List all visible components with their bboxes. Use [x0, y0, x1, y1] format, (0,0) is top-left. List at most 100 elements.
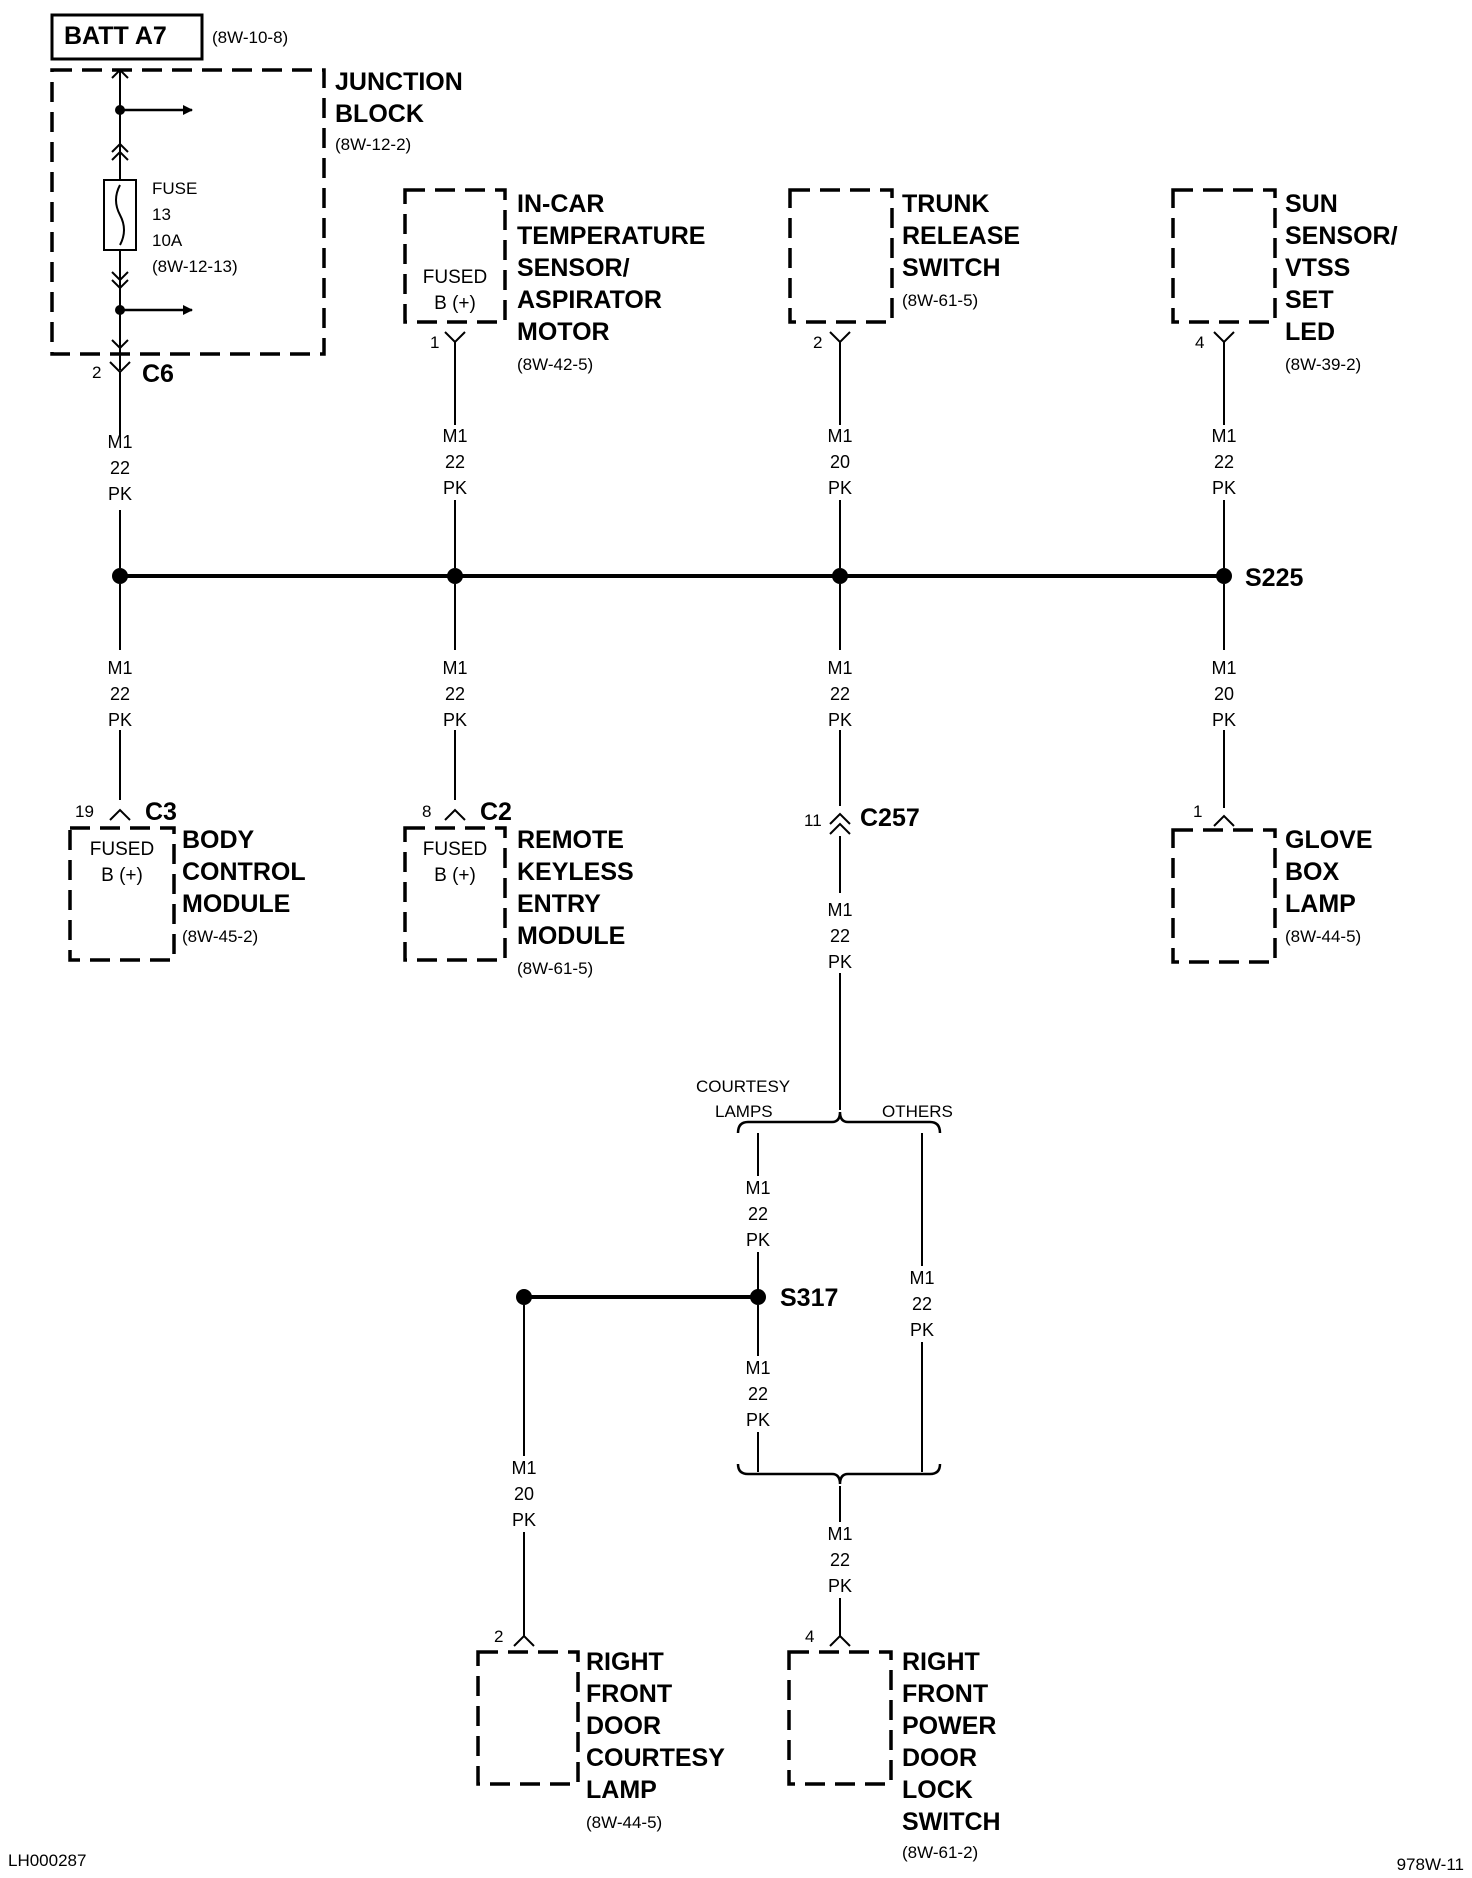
batt-ref: (8W-10-8) [212, 28, 288, 47]
wire-label-w2: M1 22 PK [442, 426, 467, 498]
rke-line: ENTRY [517, 890, 601, 918]
bcm-inner: B (+) [101, 865, 143, 886]
bcm-connector-icon [109, 808, 131, 821]
in-car-sensor-inner: B (+) [434, 293, 476, 314]
wire-label-line: PK [828, 952, 852, 972]
wire-label-line: M1 [511, 1458, 536, 1478]
wire-label-line: M1 [1211, 658, 1236, 678]
branch-courtesy-label: COURTESY [696, 1077, 790, 1096]
wire-label-w9: M1 22 PK [827, 900, 852, 972]
wire-label-line: 22 [110, 458, 130, 478]
wire-label-line: 22 [445, 452, 465, 472]
wire-label-line: M1 [107, 432, 132, 452]
wire-label-line: PK [443, 710, 467, 730]
wire-label-line: M1 [107, 658, 132, 678]
junction-top-arrow-icon [111, 68, 129, 79]
wire-label-line: PK [746, 1230, 770, 1250]
wire-label-w7: M1 22 PK [827, 658, 852, 730]
sun-sensor-line: SUN [1285, 190, 1338, 218]
sun-sensor-line: LED [1285, 318, 1335, 346]
rf-lock-ref: (8W-61-2) [902, 1843, 978, 1862]
bcm-connector-label: C3 [145, 798, 177, 826]
bcm-ref: (8W-45-2) [182, 927, 258, 946]
in-car-sensor-box [403, 188, 507, 324]
glove-box-box [1171, 828, 1277, 964]
rf-lock-line: LOCK [902, 1776, 973, 1804]
wire-label-line: 20 [830, 452, 850, 472]
junction-block-line: BLOCK [335, 100, 424, 128]
wire-label-w8: M1 20 PK [1211, 658, 1236, 730]
splice-node [1216, 568, 1232, 584]
wire-label-line: M1 [827, 658, 852, 678]
wire-label-w6: M1 22 PK [442, 658, 467, 730]
wire-label-line: PK [910, 1320, 934, 1340]
sun-sensor-box [1171, 188, 1277, 324]
rf-lock-line: SWITCH [902, 1808, 1001, 1836]
rke-line: REMOTE [517, 826, 624, 854]
in-car-sensor-line: SENSOR/ [517, 254, 630, 282]
rke-connector-label: C2 [480, 798, 512, 826]
wire-label-line: 20 [514, 1484, 534, 1504]
junction-block-box [50, 68, 326, 356]
rf-lock-connector-icon [829, 1634, 851, 1647]
trunk-release-line: TRUNK [902, 190, 990, 218]
wire-label-line: PK [443, 478, 467, 498]
wire-label-line: M1 [909, 1268, 934, 1288]
batt-label-box [50, 13, 204, 61]
c257-pin: 11 [804, 811, 822, 830]
wire-label-line: M1 [1211, 426, 1236, 446]
wire-label-line: PK [1212, 710, 1236, 730]
in-car-sensor-line: ASPIRATOR [517, 286, 662, 314]
s317-label: S317 [780, 1284, 838, 1312]
splice-node [112, 568, 128, 584]
rf-courtesy-line: RIGHT [586, 1648, 664, 1676]
in-car-sensor-pin: 1 [430, 333, 439, 352]
merge-brace [736, 1463, 942, 1485]
rf-courtesy-line: LAMP [586, 1776, 657, 1804]
wire-label-w1: M1 22 PK [107, 432, 132, 504]
rf-lock-box [787, 1650, 893, 1786]
branch-courtesy-label: LAMPS [715, 1102, 773, 1121]
bcm-line: MODULE [182, 890, 290, 918]
junction-connector-down-icon [111, 271, 129, 290]
bcm-line: CONTROL [182, 858, 306, 886]
rf-courtesy-box [476, 1650, 580, 1786]
rke-connector-icon [444, 808, 466, 821]
trunk-release-line: SWITCH [902, 254, 1001, 282]
wire-label-w13: M1 20 PK [511, 1458, 536, 1530]
wire-label-line: M1 [442, 426, 467, 446]
in-car-sensor-line: TEMPERATURE [517, 222, 705, 250]
junction-block-name: JUNCTION BLOCK [335, 68, 463, 128]
splice-node [832, 568, 848, 584]
fuse-line: FUSE [152, 179, 197, 198]
sun-sensor-pin: 4 [1195, 333, 1204, 352]
trunk-release-line: RELEASE [902, 222, 1020, 250]
splice-node [447, 568, 463, 584]
wire-label-line: PK [828, 1576, 852, 1596]
junction-block-line: JUNCTION [335, 68, 463, 96]
sun-sensor-connector-icon [1213, 331, 1235, 344]
rf-courtesy-ref: (8W-44-5) [586, 1813, 662, 1832]
junction-block-ref: (8W-12-2) [335, 135, 411, 154]
in-car-sensor-line: IN-CAR [517, 190, 605, 218]
wire-label-line: PK [1212, 478, 1236, 498]
rf-lock-line: RIGHT [902, 1648, 980, 1676]
glove-box-line: BOX [1285, 858, 1340, 886]
bcm-box [68, 826, 176, 962]
fuse-line: 13 [152, 205, 171, 224]
c257-connector-icon [829, 812, 851, 835]
rf-courtesy-line: FRONT [586, 1680, 672, 1708]
c6-pin: 2 [92, 363, 101, 382]
wire-label-line: 22 [110, 684, 130, 704]
glove-box-line: LAMP [1285, 890, 1356, 918]
rf-lock-line: POWER [902, 1712, 996, 1740]
fuse-line: 10A [152, 231, 183, 250]
rf-courtesy-connector-icon [513, 1634, 535, 1647]
rke-pin: 8 [422, 802, 431, 821]
sun-sensor-line: VTSS [1285, 254, 1350, 282]
wire-label-w5: M1 22 PK [107, 658, 132, 730]
s225-label: S225 [1245, 564, 1303, 592]
sun-sensor-line: SENSOR/ [1285, 222, 1398, 250]
wire-label-line: 22 [830, 1550, 850, 1570]
sun-sensor-line: SET [1285, 286, 1334, 314]
